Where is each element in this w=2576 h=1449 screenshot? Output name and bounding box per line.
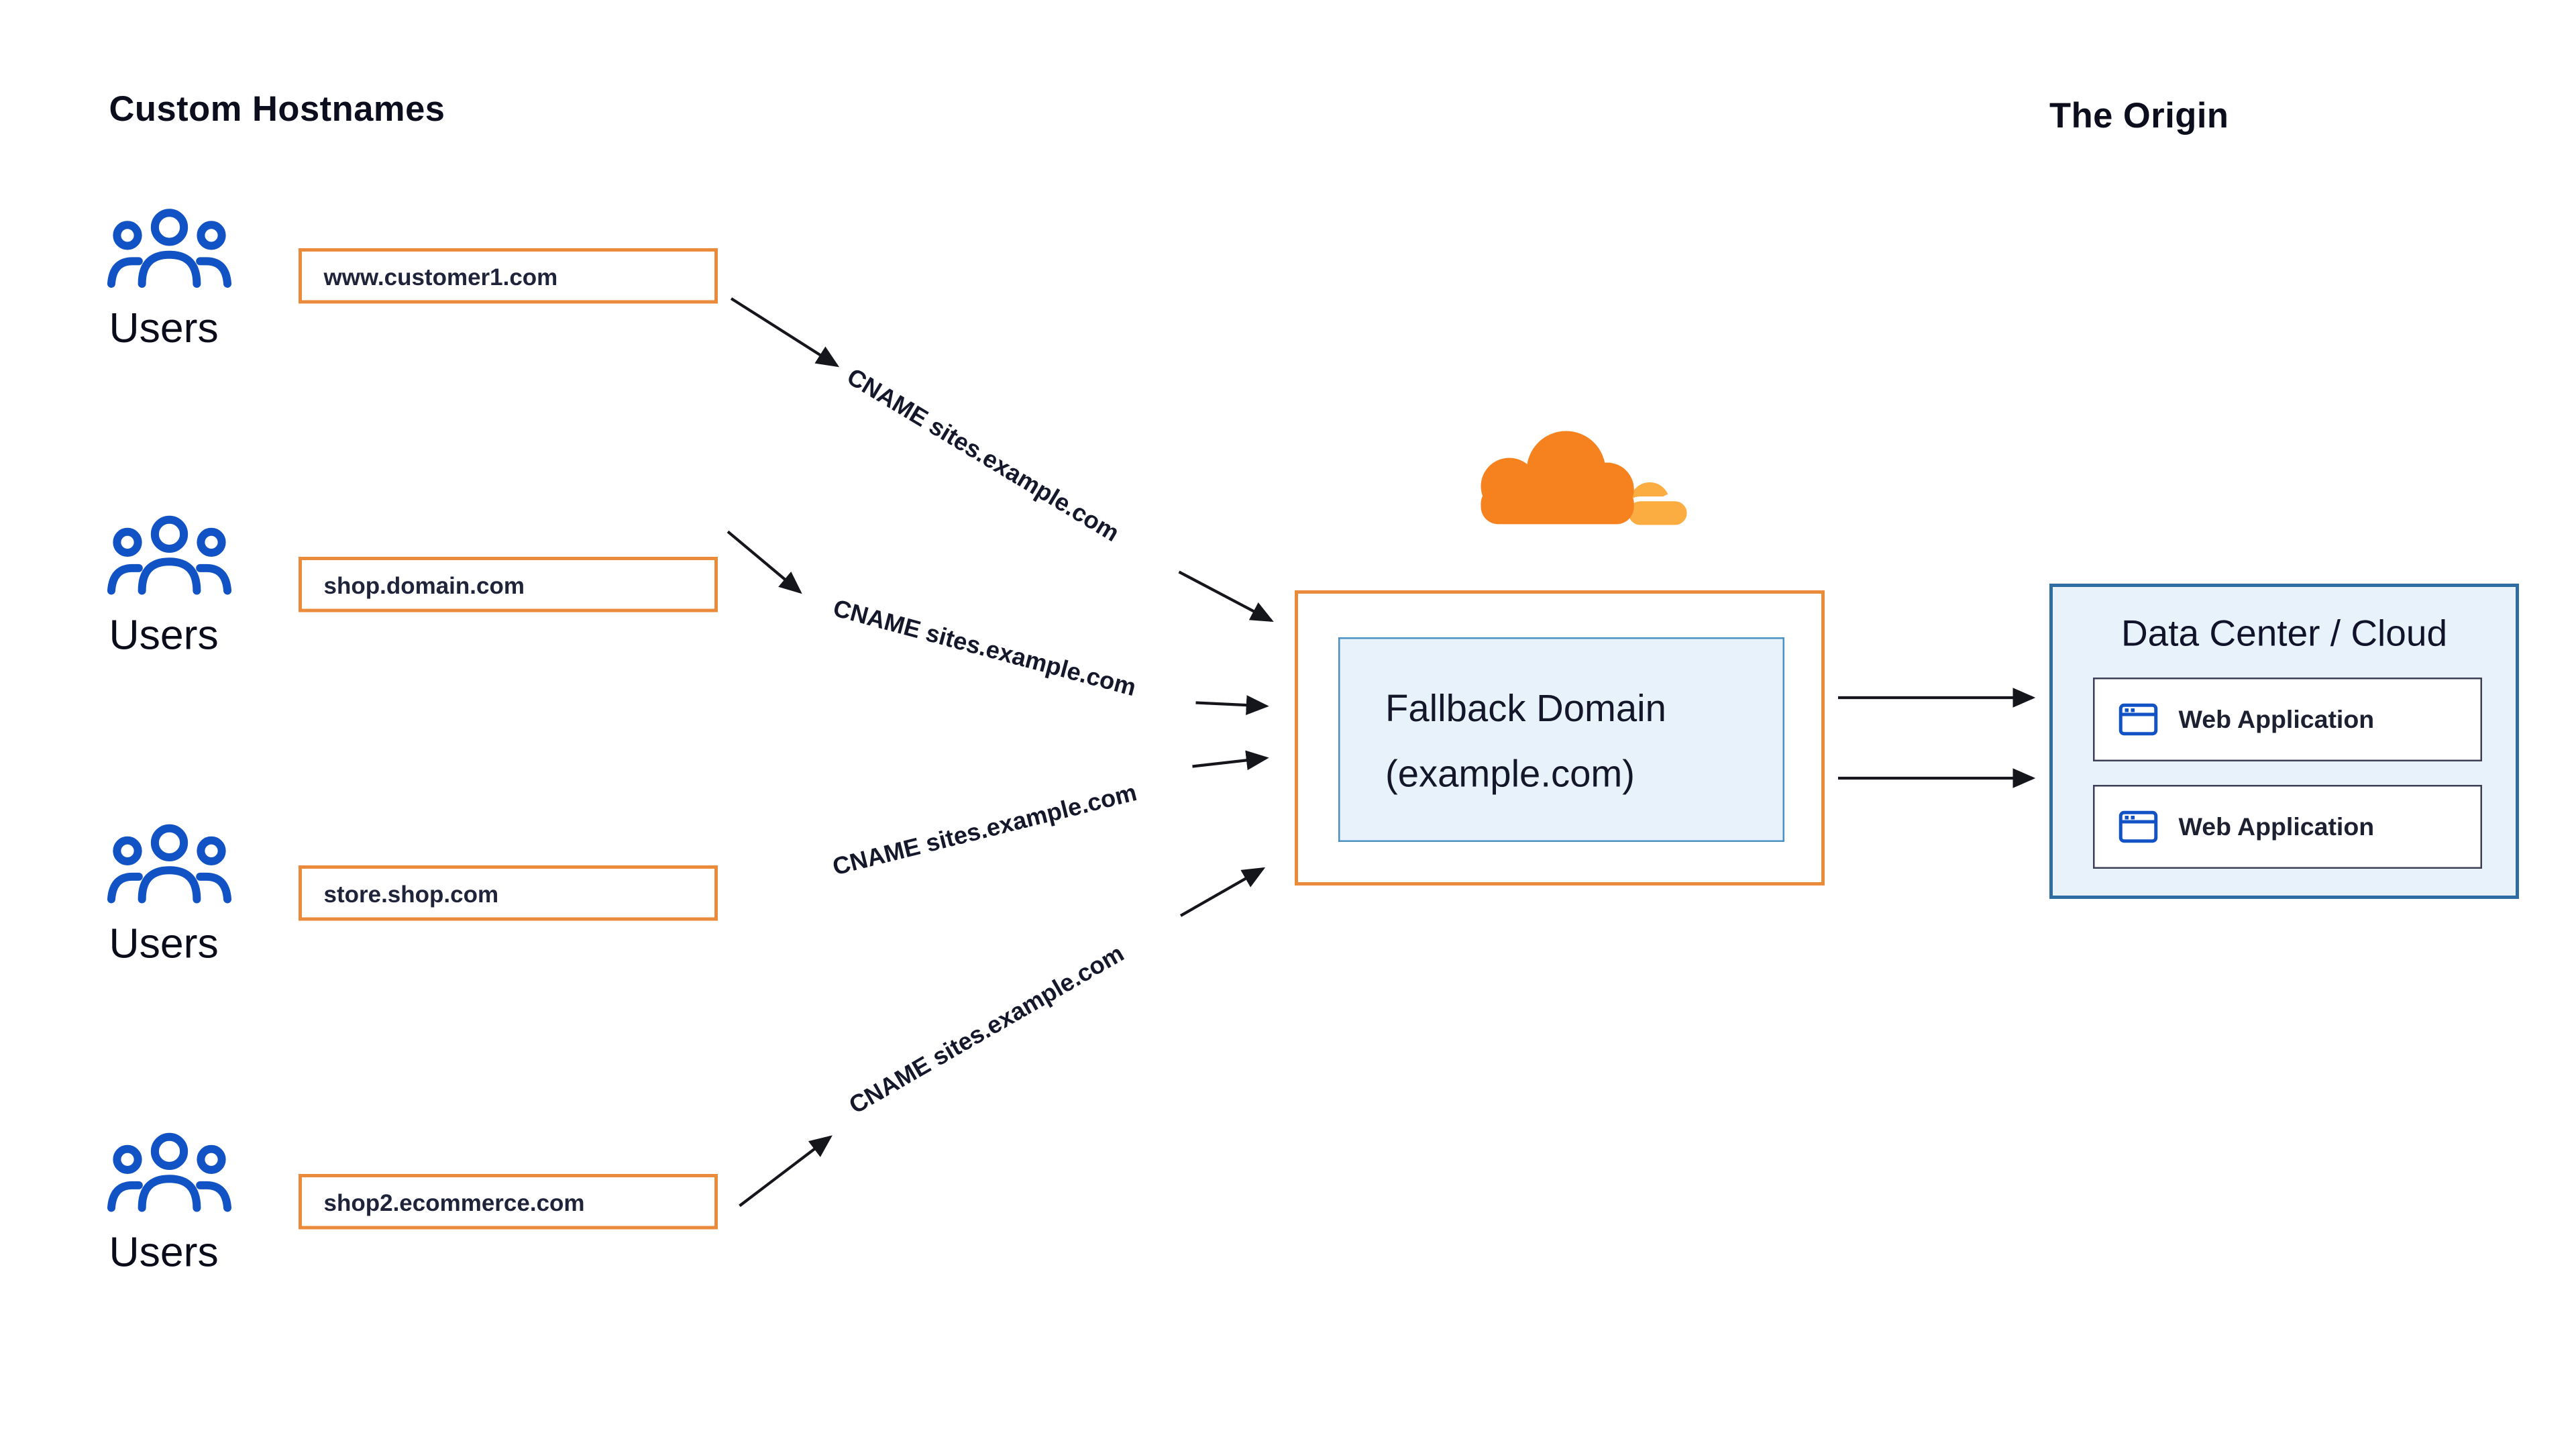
- origin-panel: Data Center / Cloud Web Application Web …: [2049, 584, 2519, 899]
- user-group-2: Users: [106, 515, 233, 661]
- user-group-1: Users: [106, 208, 233, 354]
- users-label: Users: [109, 612, 219, 659]
- cloudflare-logo-icon: [1481, 431, 1692, 530]
- hostname-box-3: store.shop.com: [299, 865, 718, 921]
- fallback-domain-line1: Fallback Domain: [1385, 688, 1666, 730]
- browser-icon: [2118, 703, 2158, 736]
- web-application-label: Web Application: [2178, 705, 2375, 734]
- arrow-line: [1192, 750, 1269, 771]
- users-icon: [107, 824, 232, 904]
- arrow-line: [1195, 695, 1269, 715]
- users-icon: [107, 1132, 232, 1212]
- web-application-row-2: Web Application: [2093, 785, 2482, 869]
- arrow-line: [1179, 867, 1266, 917]
- hostname-box-2: shop.domain.com: [299, 557, 718, 612]
- custom-hostnames-title: Custom Hostnames: [109, 91, 445, 129]
- arrow-line: [727, 530, 802, 594]
- web-application-label: Web Application: [2178, 812, 2375, 841]
- fallback-domain-inner: Fallback Domain (example.com): [1338, 637, 1784, 842]
- arrow-line: [739, 1135, 833, 1208]
- arrow-line: [1178, 570, 1274, 622]
- hostname-box-4: shop2.ecommerce.com: [299, 1174, 718, 1230]
- user-group-4: Users: [106, 1132, 233, 1279]
- arrow-line: [730, 297, 840, 368]
- origin-panel-title: Data Center / Cloud: [2121, 612, 2448, 655]
- web-application-row-1: Web Application: [2093, 678, 2482, 761]
- hostname-box-1: www.customer1.com: [299, 248, 718, 304]
- user-group-3: Users: [106, 824, 233, 970]
- users-icon: [107, 209, 232, 288]
- fallback-domain-box: Fallback Domain (example.com): [1295, 590, 1825, 885]
- browser-icon: [2118, 810, 2158, 843]
- users-label: Users: [109, 920, 219, 968]
- users-label: Users: [109, 305, 219, 352]
- fallback-domain-line2: (example.com): [1385, 753, 1635, 796]
- users-label: Users: [109, 1229, 219, 1277]
- origin-title: The Origin: [2049, 97, 2229, 136]
- users-icon: [107, 515, 232, 595]
